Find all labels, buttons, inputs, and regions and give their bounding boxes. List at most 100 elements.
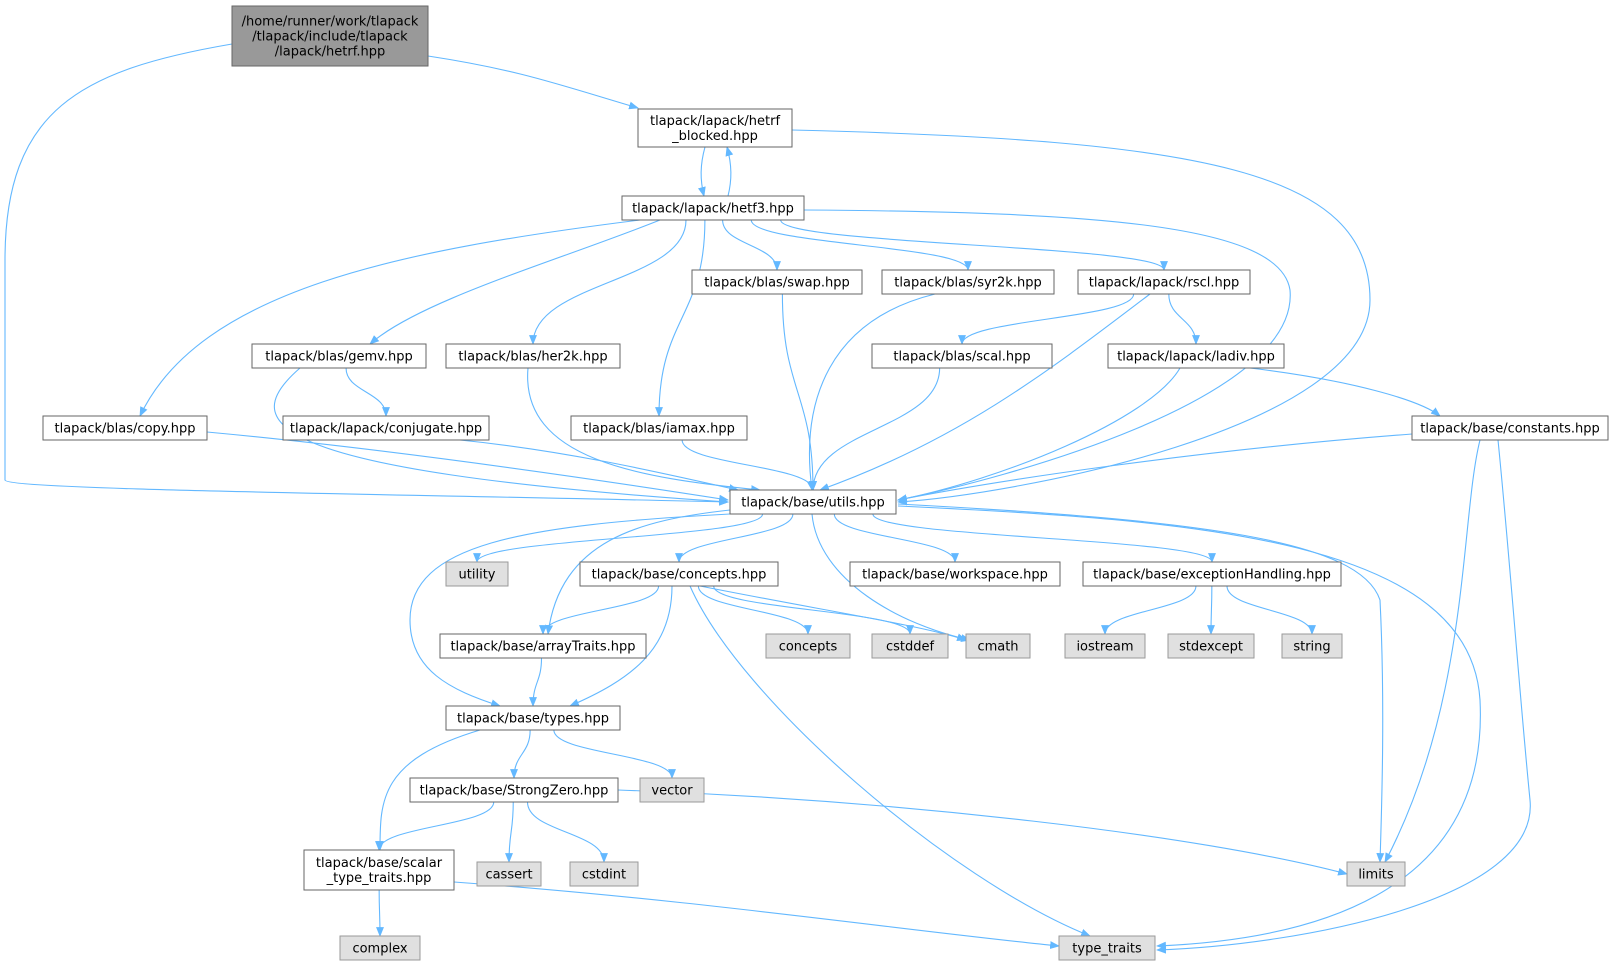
node-box <box>1058 935 1156 961</box>
node-label: tlapack/lapack/rscl.hpp <box>1089 276 1240 291</box>
edge-concepts_hpp-to-types <box>569 585 673 707</box>
node-label: cstddef <box>886 640 935 655</box>
node-label: tlapack/blas/her2k.hpp <box>458 350 607 365</box>
node-box <box>251 343 427 369</box>
node-box <box>445 705 621 731</box>
node-concepts_hpp[interactable]: tlapack/base/concepts.hpp <box>579 561 779 587</box>
node-box <box>637 108 793 148</box>
edge-gemv-to-conjugate <box>345 367 390 417</box>
node-ladiv[interactable]: tlapack/lapack/ladiv.hpp <box>1107 343 1285 369</box>
node-box <box>282 415 490 441</box>
node-root[interactable]: /home/runner/work/tlapack/tlapack/includ… <box>231 5 429 67</box>
node-label: _type_traits.hpp <box>326 871 432 886</box>
node-box <box>445 561 509 587</box>
node-box <box>231 5 429 67</box>
edge-ladiv-to-utils <box>897 367 1181 503</box>
edge-utils-to-concepts_hpp <box>675 513 794 563</box>
node-label: cstdint <box>582 868 626 883</box>
edge-strongzero-to-cstdint <box>526 801 608 863</box>
node-utils[interactable]: tlapack/base/utils.hpp <box>729 489 897 515</box>
edge-types-to-strongzero <box>510 729 531 779</box>
node-box <box>476 861 542 887</box>
node-syr2k[interactable]: tlapack/blas/syr2k.hpp <box>881 269 1055 295</box>
node-label: tlapack/base/concepts.hpp <box>592 568 767 583</box>
node-box <box>569 861 639 887</box>
node-label: tlapack/blas/iamax.hpp <box>583 422 735 437</box>
node-label: type_traits <box>1072 942 1142 957</box>
edge-hetf3-to-iamax <box>655 219 706 417</box>
node-label: tlapack/base/exceptionHandling.hpp <box>1093 568 1331 583</box>
edge-utils-to-cmath <box>811 513 971 643</box>
edge-exception-to-stdexcept <box>1207 585 1215 635</box>
node-layer: /home/runner/work/tlapack/tlapack/includ… <box>42 5 1609 961</box>
node-rscl[interactable]: tlapack/lapack/rscl.hpp <box>1077 269 1251 295</box>
edge-exception-to-string <box>1226 585 1316 635</box>
node-box <box>1167 633 1255 659</box>
node-box <box>570 415 748 441</box>
node-label: tlapack/base/constants.hpp <box>1420 422 1599 437</box>
node-box <box>1077 269 1251 295</box>
edge-rscl-to-scal <box>958 293 1135 345</box>
node-cstdint: cstdint <box>569 861 639 887</box>
edge-root-to-utils <box>4 43 729 506</box>
node-hetrf_blocked[interactable]: tlapack/lapack/hetrf_blocked.hpp <box>637 108 793 148</box>
edge-utils-to-limits <box>897 503 1385 863</box>
node-constants[interactable]: tlapack/base/constants.hpp <box>1411 415 1609 441</box>
node-her2k[interactable]: tlapack/blas/her2k.hpp <box>445 343 621 369</box>
node-conjugate[interactable]: tlapack/lapack/conjugate.hpp <box>282 415 490 441</box>
node-box <box>1107 343 1285 369</box>
node-label: utility <box>459 568 496 583</box>
node-copy[interactable]: tlapack/blas/copy.hpp <box>42 415 208 441</box>
node-iamax[interactable]: tlapack/blas/iamax.hpp <box>570 415 748 441</box>
node-exception[interactable]: tlapack/base/exceptionHandling.hpp <box>1082 561 1342 587</box>
node-box <box>621 195 805 221</box>
node-scalar_tt[interactable]: tlapack/base/scalar_type_traits.hpp <box>303 849 455 891</box>
edge-root-to-hetrf_blocked <box>427 55 639 110</box>
node-box <box>1346 861 1406 887</box>
edge-swap-to-utils <box>781 293 817 491</box>
node-arraytraits[interactable]: tlapack/base/arrayTraits.hpp <box>439 633 647 659</box>
node-gemv[interactable]: tlapack/blas/gemv.hpp <box>251 343 427 369</box>
edge-hetf3-to-copy <box>139 219 641 417</box>
edge-layer <box>4 43 1531 954</box>
node-label: tlapack/blas/syr2k.hpp <box>894 276 1041 291</box>
node-scal[interactable]: tlapack/blas/scal.hpp <box>871 343 1053 369</box>
edge-concepts_hpp-to-type_traits <box>689 585 1091 937</box>
node-box <box>871 633 949 659</box>
edge-conjugate-to-utils <box>459 439 739 492</box>
node-workspace[interactable]: tlapack/base/workspace.hpp <box>849 561 1061 587</box>
node-label: tlapack/base/workspace.hpp <box>862 568 1048 583</box>
edge-hetf3-to-gemv <box>369 219 661 345</box>
node-label: tlapack/blas/scal.hpp <box>893 350 1030 365</box>
node-label: tlapack/base/scalar <box>316 856 443 871</box>
node-label: stdexcept <box>1179 640 1243 655</box>
node-string: string <box>1281 633 1343 659</box>
edge-exception-to-iostream <box>1101 585 1197 635</box>
node-utility: utility <box>445 561 509 587</box>
node-label: tlapack/lapack/ladiv.hpp <box>1117 350 1275 365</box>
node-iostream: iostream <box>1064 633 1146 659</box>
node-label: concepts <box>779 640 838 655</box>
node-stdexcept: stdexcept <box>1167 633 1255 659</box>
node-label: cmath <box>977 640 1018 655</box>
edge-hetf3-to-swap <box>722 219 781 271</box>
node-box <box>445 343 621 369</box>
node-label: tlapack/base/types.hpp <box>457 712 609 727</box>
node-hetf3[interactable]: tlapack/lapack/hetf3.hpp <box>621 195 805 221</box>
edge-hetf3-to-rscl <box>780 219 1168 271</box>
edge-copy-to-utils <box>206 431 729 503</box>
node-label: vector <box>651 784 693 799</box>
edge-strongzero-to-limits <box>617 789 1348 876</box>
edge-strongzero-to-scalar_tt <box>375 801 495 851</box>
edge-types-to-scalar_tt <box>376 729 481 851</box>
node-label: string <box>1293 640 1330 655</box>
node-cassert: cassert <box>476 861 542 887</box>
node-box <box>42 415 208 441</box>
node-types[interactable]: tlapack/base/types.hpp <box>445 705 621 731</box>
node-swap[interactable]: tlapack/blas/swap.hpp <box>691 269 863 295</box>
edge-utils-to-utility <box>473 513 764 563</box>
node-strongzero[interactable]: tlapack/base/StrongZero.hpp <box>409 777 619 803</box>
edge-scal-to-utils <box>809 367 941 491</box>
edge-hetf3-to-syr2k <box>750 219 972 271</box>
